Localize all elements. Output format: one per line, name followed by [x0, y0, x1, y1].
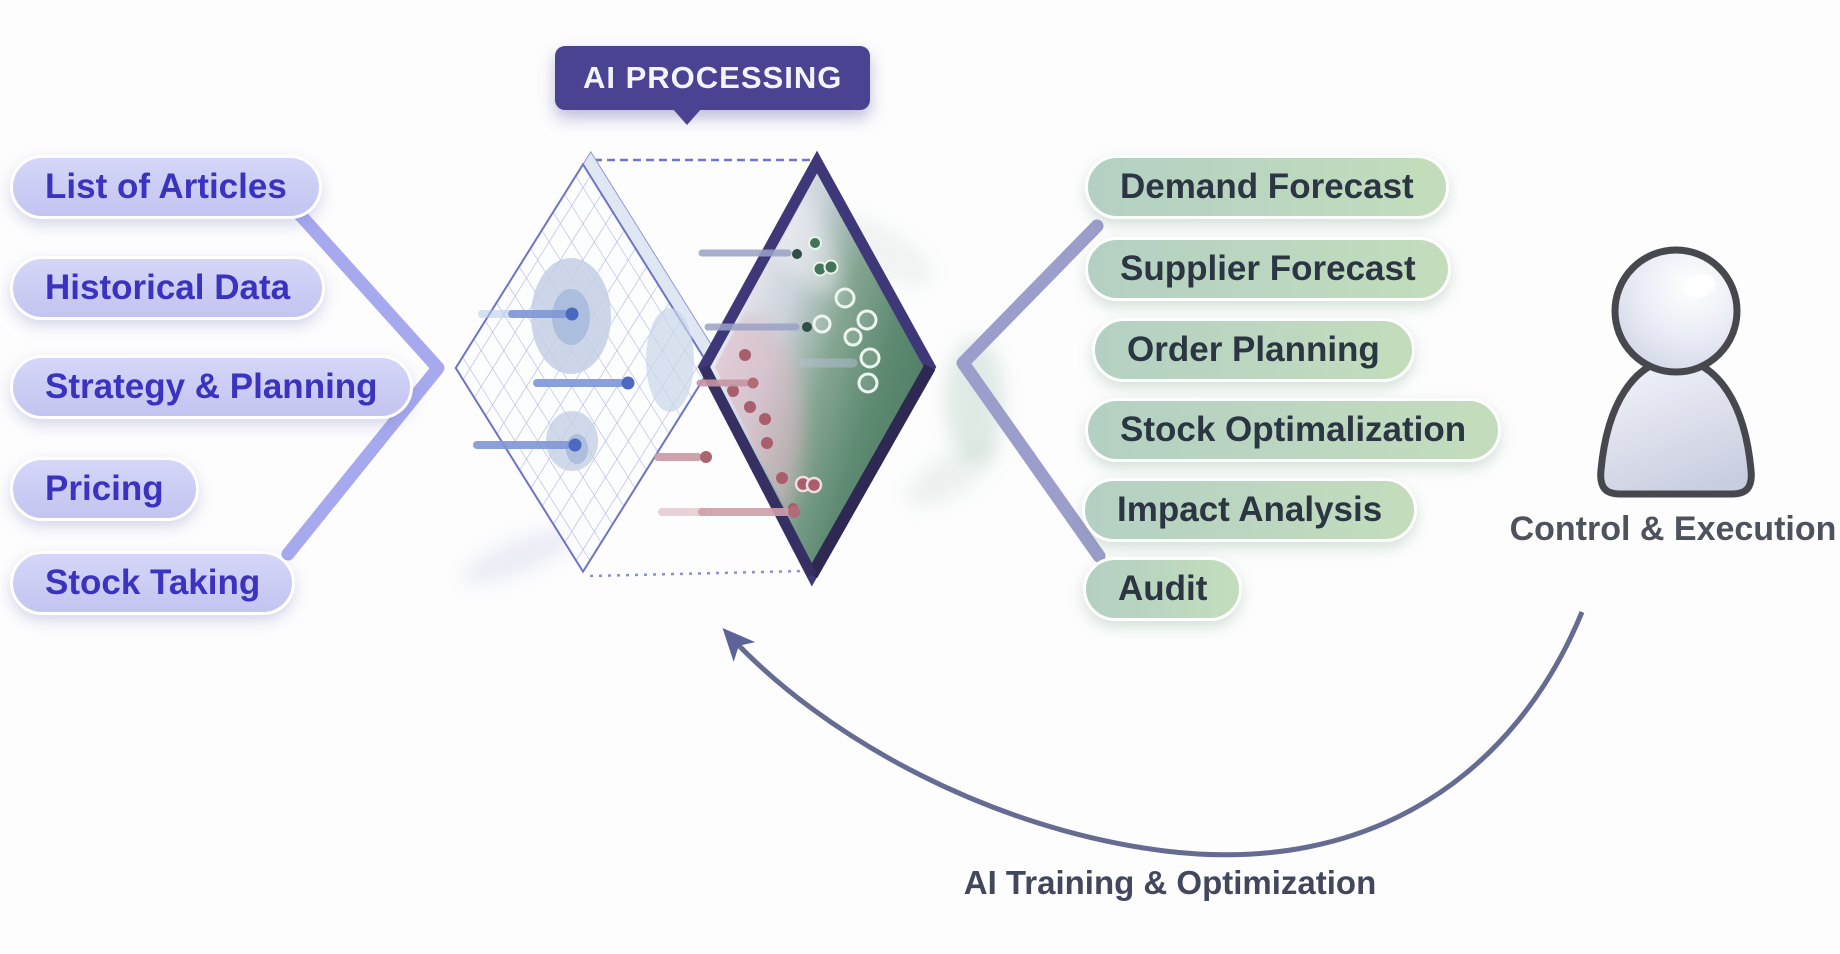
- output-pill-stock-optimalization: Stock Optimalization: [1085, 398, 1502, 462]
- ai-training-label: AI Training & Optimization: [963, 864, 1377, 901]
- data-diamond-dots: [727, 236, 881, 513]
- output-pill-impact-analysis: Impact Analysis: [1082, 478, 1418, 542]
- input-arrows: [473, 307, 635, 452]
- output-connector-chevron: [956, 219, 1106, 563]
- dashed-bottom-link: [589, 569, 805, 578]
- data-diamond: [697, 150, 937, 587]
- output-pill-supplier-forecast: Supplier Forecast: [1085, 237, 1451, 301]
- input-pill-historical-data: Historical Data: [10, 256, 326, 320]
- feedback-arc: [722, 611, 1585, 858]
- input-pill-pricing: Pricing: [10, 457, 199, 521]
- pointer-down-icon: [672, 108, 702, 125]
- input-pill-list-of-articles: List of Articles: [10, 155, 322, 219]
- person-icon: [1597, 246, 1755, 498]
- output-pill-demand-forecast: Demand Forecast: [1085, 155, 1449, 219]
- input-pill-strategy-planning: Strategy & Planning: [10, 355, 413, 419]
- processing-arrows: [654, 249, 800, 518]
- output-pill-audit: Audit: [1083, 557, 1243, 621]
- output-pill-order-planning: Order Planning: [1092, 318, 1415, 382]
- ai-processing-badge: AI PROCESSING: [555, 46, 871, 110]
- control-execution-label: Control & Execution: [1509, 510, 1837, 548]
- input-connector-chevron: [281, 201, 445, 561]
- input-pill-stock-taking: Stock Taking: [10, 551, 296, 615]
